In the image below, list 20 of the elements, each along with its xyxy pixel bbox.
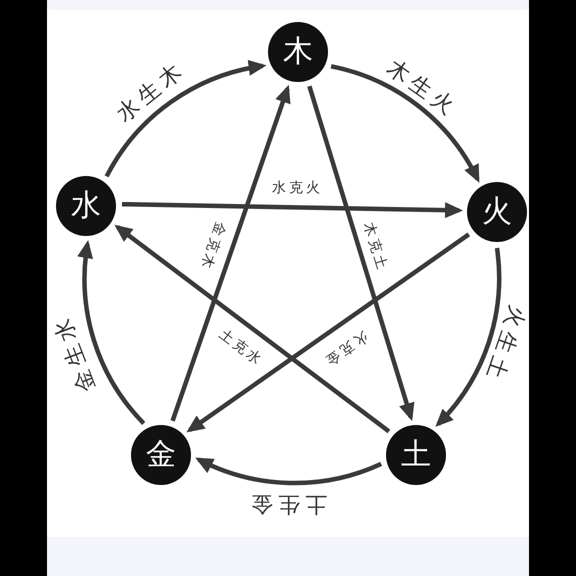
edge-label: 土克水	[215, 325, 266, 369]
curved-arrow	[104, 60, 267, 178]
arrow	[122, 202, 463, 218]
curved-arrow	[436, 248, 502, 428]
arrow	[307, 86, 414, 422]
curved-arrow	[78, 240, 146, 425]
arrow	[186, 232, 470, 432]
edge-label: 水生木	[111, 58, 190, 130]
edge-label: 木生火	[381, 54, 462, 122]
edge-label: 水克火	[271, 181, 323, 195]
edge-label: 火克金	[320, 326, 372, 370]
edge-label: 木克土	[360, 220, 390, 274]
curved-arrow	[330, 64, 480, 183]
edge-label: 金克木	[198, 218, 228, 273]
arrow	[114, 224, 390, 434]
edge-label: 金生水	[50, 310, 102, 398]
arrow	[170, 84, 290, 422]
edge-label: 火生土	[480, 301, 530, 386]
curved-arrow	[195, 457, 382, 486]
edge-label: 土生金	[246, 492, 328, 514]
